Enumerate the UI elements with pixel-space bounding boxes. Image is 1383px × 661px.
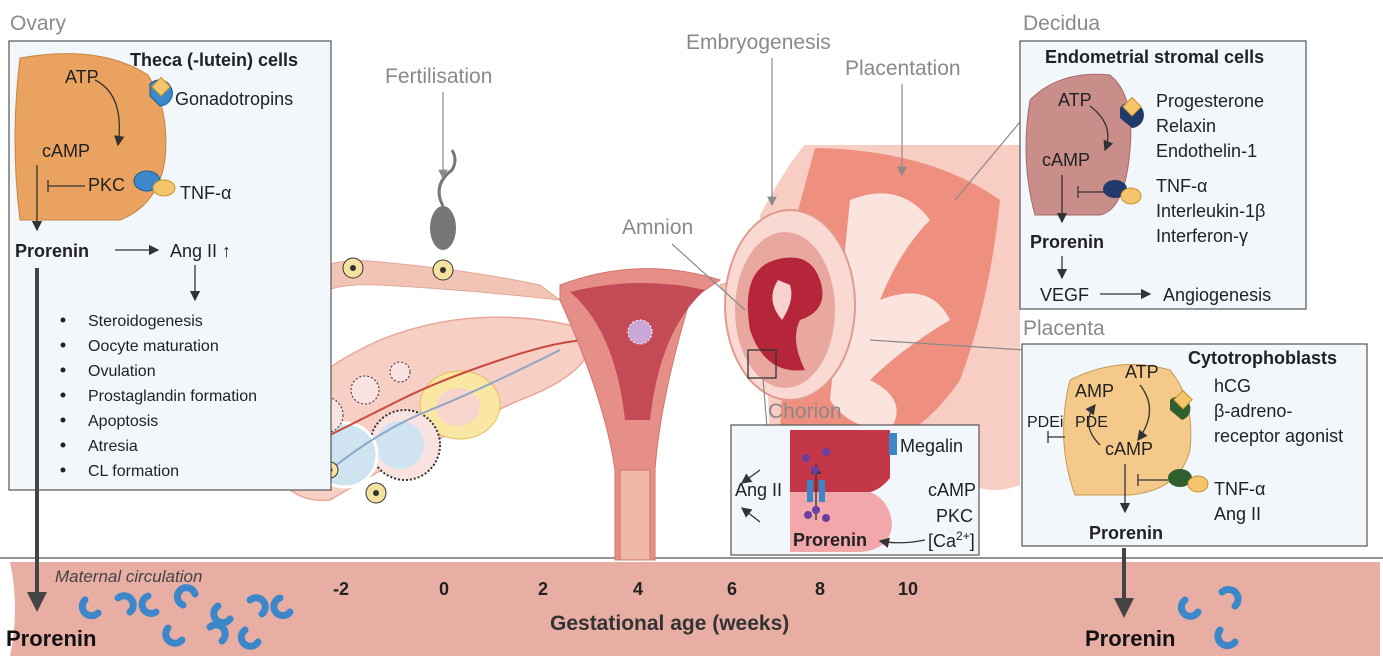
tick-label: 8 — [815, 579, 825, 599]
theca-prorenin: Prorenin — [15, 241, 89, 261]
effect-item: Ovulation — [88, 363, 156, 380]
tnf-ligand-icon — [1121, 188, 1141, 204]
region-ovary: Ovary — [10, 12, 67, 35]
region-embryogenesis: Embryogenesis — [686, 31, 831, 54]
theca-tnf: TNF-α — [180, 183, 231, 203]
region-chorion: Chorion — [768, 400, 842, 423]
tick-label: 2 — [538, 579, 548, 599]
effect-item: Oocyte maturation — [88, 338, 219, 355]
theca-title: Theca (-lutein) cells — [130, 50, 298, 70]
effect-item: Prostaglandin formation — [88, 388, 257, 405]
placenta-stimulator: receptor agonist — [1214, 426, 1343, 446]
decidua-stimulator: Progesterone — [1156, 91, 1264, 111]
endometrial-stromal-panel: Endometrial stromal cells ATP cAMP Proge… — [1020, 41, 1306, 309]
decidua-angiogenesis: Angiogenesis — [1163, 285, 1271, 305]
placenta-inhibitor: TNF-α — [1214, 479, 1265, 499]
region-placentation: Placentation — [845, 57, 961, 80]
chorion-camp: cAMP — [928, 480, 976, 500]
tick-label: -2 — [333, 579, 349, 599]
effect-item: CL formation — [88, 463, 179, 480]
tick-label: 4 — [633, 579, 643, 599]
channel-icon — [819, 480, 825, 502]
theca-camp: cAMP — [42, 141, 90, 161]
region-placenta: Placenta — [1023, 317, 1105, 340]
decidua-prorenin: Prorenin — [1030, 232, 1104, 252]
theca-gonadotropins: Gonadotropins — [175, 89, 293, 109]
maternal-circulation-label: Maternal circulation — [55, 567, 202, 586]
decidua-camp: cAMP — [1042, 150, 1090, 170]
placenta-amp: AMP — [1075, 381, 1114, 401]
channel-icon — [807, 480, 813, 502]
placenta-stimulator: hCG — [1214, 376, 1251, 396]
theca-pkc: PKC — [88, 175, 125, 195]
theca-cells-panel: Theca (-lutein) cells ATP cAMP PKC Gonad… — [9, 41, 331, 490]
chorion-pkc: PKC — [936, 506, 973, 526]
placenta-camp: cAMP — [1105, 439, 1153, 459]
decidua-inhibitor: Interferon-γ — [1156, 226, 1248, 246]
placenta-title: Cytotrophoblasts — [1188, 348, 1337, 368]
placenta-atp: ATP — [1125, 362, 1159, 382]
tnf-ligand-icon — [153, 180, 175, 196]
theca-atp: ATP — [65, 67, 99, 87]
prorenin-right: Prorenin — [1085, 626, 1175, 651]
region-fertilisation: Fertilisation — [385, 65, 492, 88]
decidua-stimulator: Endothelin-1 — [1156, 141, 1257, 161]
decidua-inhibitor: Interleukin-1β — [1156, 201, 1265, 221]
region-decidua: Decidua — [1023, 12, 1100, 35]
effect-item: Atresia — [88, 438, 138, 455]
decidua-vegf: VEGF — [1040, 285, 1089, 305]
region-amnion: Amnion — [622, 216, 693, 239]
decidua-atp: ATP — [1058, 90, 1092, 110]
chorion-prorenin: Prorenin — [793, 530, 867, 550]
tnf-ligand-icon — [1188, 476, 1208, 492]
tick-label: 10 — [898, 579, 918, 599]
theca-ang2: Ang II ↑ — [170, 241, 231, 261]
placenta-stimulator: β-adreno- — [1214, 401, 1292, 421]
chorion-panel: Megalin Ang II cAMP PKC [Ca2+] Prorenin — [731, 425, 979, 555]
tick-label: 6 — [727, 579, 737, 599]
decidua-title: Endometrial stromal cells — [1045, 47, 1264, 67]
tick-label: 0 — [439, 579, 449, 599]
prorenin-left: Prorenin — [6, 626, 96, 651]
chorion-megalin: Megalin — [900, 436, 963, 456]
cytotrophoblast-panel: Cytotrophoblasts AMP ATP PDE PDEi cAMP h… — [1022, 344, 1367, 546]
placenta-prorenin: Prorenin — [1089, 523, 1163, 543]
placenta-pdei: PDEi — [1027, 414, 1063, 431]
effect-item: Steroidogenesis — [88, 313, 203, 330]
placenta-pde: PDE — [1075, 414, 1108, 431]
maternal-circulation-band — [0, 558, 1383, 656]
timeline-axis-label: Gestational age (weeks) — [550, 612, 789, 635]
megalin-icon — [889, 433, 897, 455]
effect-item: Apoptosis — [88, 413, 158, 430]
uterus-illustration — [265, 258, 800, 560]
placenta-inhibitor: Ang II — [1214, 504, 1261, 524]
decidua-inhibitor: TNF-α — [1156, 176, 1207, 196]
decidua-stimulator: Relaxin — [1156, 116, 1216, 136]
